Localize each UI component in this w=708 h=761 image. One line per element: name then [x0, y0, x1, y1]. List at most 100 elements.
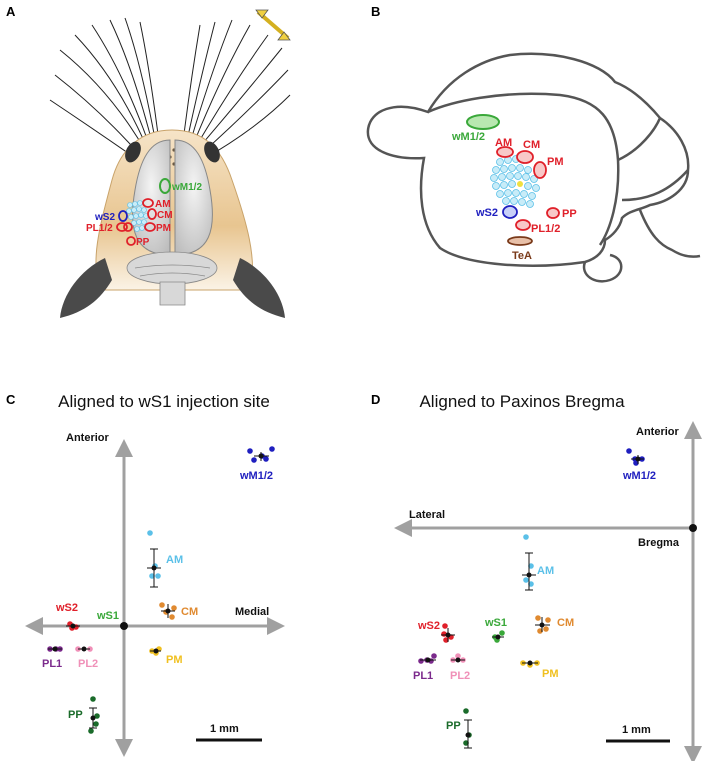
d-point-ws2: [441, 623, 455, 643]
d-point-wm1: [626, 448, 645, 466]
pl-label-b: PL1/2: [531, 223, 560, 235]
d-point-cm: [535, 615, 551, 634]
c-point-wm1: [247, 446, 275, 463]
panel-c-title: Aligned to wS1 injection site: [58, 392, 270, 411]
pl-region-a2: [123, 222, 133, 232]
pm-label-b: PM: [547, 156, 564, 168]
pp-label-a: PP: [136, 237, 150, 248]
c-anterior-label: Anterior: [66, 432, 110, 444]
panel-c: C Aligned to wS1 injection site Anterior…: [6, 392, 285, 757]
d-point-pl2: [450, 653, 466, 663]
pp-region-a: [126, 236, 136, 246]
cm-region-a: [147, 208, 157, 220]
c-origin: [120, 622, 128, 630]
wm1-region-a: [159, 178, 171, 194]
c-medial-label: Medial: [235, 606, 269, 618]
c-point-ws2: [66, 621, 80, 631]
d-label-ws2: wS2: [417, 620, 440, 632]
c-point-pl1: [47, 646, 63, 652]
cm-label-b: CM: [523, 139, 540, 151]
pl-region-a: [116, 222, 128, 232]
panel-b-label: B: [371, 4, 380, 19]
panel-d: D Aligned to Paxinos Bregma Anterior Lat…: [371, 392, 702, 761]
barrel-field-a: [126, 200, 149, 232]
d-anterior-label: Anterior: [636, 426, 680, 438]
d-point-pp: [463, 708, 472, 749]
left-eye: [125, 141, 141, 163]
tea-label-b: TeA: [512, 250, 532, 262]
c-scalebar-label: 1 mm: [210, 723, 239, 735]
c-label-ws2: wS2: [55, 602, 78, 614]
d-label-pp: PP: [446, 720, 461, 732]
d-label-pm: PM: [542, 668, 559, 680]
c-point-pm: [149, 646, 162, 656]
ws2-region-a: [118, 210, 128, 222]
panel-d-label: D: [371, 392, 380, 407]
d-scalebar-label: 1 mm: [622, 724, 651, 736]
panel-d-title: Aligned to Paxinos Bregma: [419, 392, 625, 411]
d-point-pm: [520, 660, 540, 668]
panel-a-label: A: [6, 4, 16, 19]
d-point-pl1: [418, 653, 437, 664]
c-label-pm: PM: [166, 654, 183, 666]
d-label-cm: CM: [557, 617, 574, 629]
ws2-label-a: wS2: [94, 212, 115, 223]
cortex-boundary-b: [427, 92, 620, 246]
d-point-ws1: [492, 630, 505, 643]
right-hemisphere: [174, 139, 213, 256]
panel-b: B wM1/2 AM CM PM wS2 PP PL1/2 TeA: [366, 4, 701, 283]
pl-label-a: PL1/2: [86, 223, 113, 234]
d-origin: [689, 524, 697, 532]
injection-site-b: [517, 181, 523, 187]
c-label-pp: PP: [68, 709, 83, 721]
d-point-am: [522, 534, 536, 591]
cerebellum: [126, 251, 218, 306]
wm1-label-b: wM1/2: [451, 131, 485, 143]
panel-c-label: C: [6, 392, 16, 407]
c-point-pl2: [75, 646, 93, 652]
am-label-a: AM: [155, 199, 171, 210]
cm-label-a: CM: [157, 210, 173, 221]
c-label-am: AM: [166, 554, 183, 566]
pl-region-b: [515, 219, 531, 231]
whisker-motion-arrow: [255, 9, 291, 41]
d-lateral-label: Lateral: [409, 509, 445, 521]
pm-region-a: [144, 222, 156, 232]
cerebellum-lines-b: [617, 117, 701, 258]
d-label-wm1: wM1/2: [622, 470, 656, 482]
c-point-cm: [159, 602, 177, 620]
c-ws1-label: wS1: [96, 610, 119, 622]
d-bregma-label: Bregma: [638, 537, 680, 549]
am-region-b: [496, 146, 514, 158]
right-eye: [204, 141, 220, 163]
left-ear: [60, 258, 112, 318]
c-label-wm1: wM1/2: [239, 470, 273, 482]
ws2-region-b: [502, 205, 518, 219]
pp-label-b: PP: [562, 208, 577, 220]
d-label-pl1: PL1: [413, 670, 433, 682]
panel-a: A: [6, 4, 291, 318]
pp-region-b: [546, 207, 560, 219]
barrel-field-b: [490, 155, 540, 208]
am-label-b: AM: [495, 137, 512, 149]
brain-outline-b: [366, 52, 690, 267]
wm1-region-b: [466, 114, 500, 130]
d-label-pl2: PL2: [450, 670, 470, 682]
tea-region-b: [507, 236, 533, 246]
ws2-label-b: wS2: [475, 207, 498, 219]
right-ear: [233, 258, 285, 318]
pm-region-b: [533, 161, 547, 179]
c-label-cm: CM: [181, 606, 198, 618]
c-point-pp: [88, 696, 100, 734]
c-point-am: [147, 530, 161, 588]
c-label-pl2: PL2: [78, 658, 98, 670]
pm-label-a: PM: [156, 223, 171, 234]
c-label-pl1: PL1: [42, 658, 62, 670]
d-label-am: AM: [537, 565, 554, 577]
cm-region-b: [516, 150, 534, 164]
olfactory-b: [582, 253, 623, 283]
d-label-ws1: wS1: [484, 617, 507, 629]
wm1-label-a: wM1/2: [171, 182, 202, 193]
am-region-a: [142, 198, 154, 208]
